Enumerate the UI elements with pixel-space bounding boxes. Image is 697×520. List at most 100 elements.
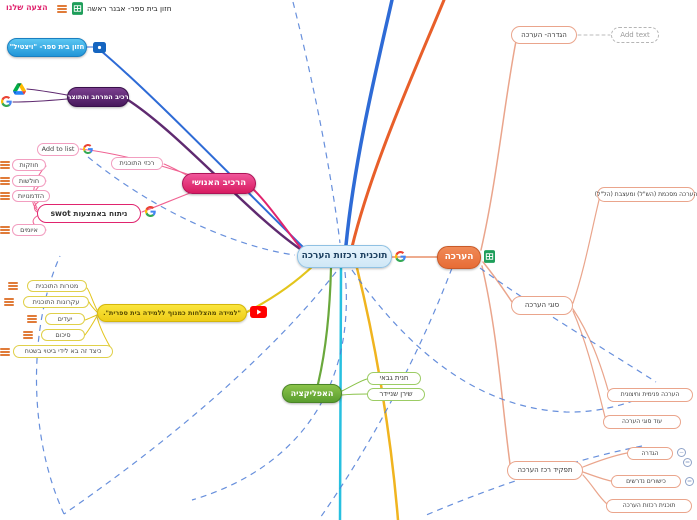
google-g-icon[interactable] bbox=[145, 206, 156, 217]
google-g-icon[interactable] bbox=[1, 96, 12, 107]
node-label: הגדרה bbox=[641, 449, 659, 457]
node-learning-from-success[interactable]: "למידה מהצלחות כמנוף ללמידה בית ספרית". bbox=[97, 304, 247, 322]
node-central-topic[interactable]: תוכנית רכזות הערכה bbox=[297, 245, 392, 268]
hamburger-menu-icon[interactable] bbox=[8, 282, 18, 290]
node-label: הרכיב האנושי bbox=[191, 178, 247, 189]
node-swot-threats[interactable]: איומים bbox=[12, 224, 46, 236]
node-label: האפליקציה bbox=[290, 388, 334, 398]
edge-eval-role bbox=[481, 265, 511, 465]
relation-link-6 bbox=[479, 267, 657, 383]
edge-role-program bbox=[582, 474, 608, 505]
hamburger-menu-icon[interactable] bbox=[4, 298, 14, 306]
note-badge-icon[interactable]: = bbox=[685, 477, 694, 486]
node-evaluation[interactable]: הערכה bbox=[437, 246, 481, 269]
node-label: מטרות התוכנית bbox=[35, 281, 79, 290]
node-program-goals[interactable]: מטרות התוכנית bbox=[27, 280, 87, 292]
node-internal-external-evaluation[interactable]: הערכה פנימית וחיצונית bbox=[607, 388, 693, 402]
hamburger-menu-icon[interactable] bbox=[57, 5, 67, 13]
node-label: תוכנית רכזות הערכה bbox=[622, 502, 676, 509]
edge-app-branch bbox=[316, 266, 333, 386]
hamburger-menu-icon[interactable] bbox=[0, 192, 10, 200]
node-space-product[interactable]: רכיב המרחב והתוצר bbox=[67, 87, 129, 107]
node-human-component[interactable]: הרכיב האנושי bbox=[182, 173, 256, 194]
node-targets[interactable]: יעדים bbox=[45, 313, 85, 325]
blue-attachment-icon[interactable] bbox=[93, 42, 106, 53]
node-coordinator-role[interactable]: תפקיד רכז הערכה bbox=[507, 461, 583, 480]
node-label: הגדרה- הערכה bbox=[521, 30, 567, 39]
node-evaluation-definition[interactable]: הגדרה- הערכה bbox=[511, 26, 577, 44]
google-g-icon[interactable] bbox=[83, 144, 93, 154]
hamburger-menu-icon[interactable] bbox=[0, 177, 10, 185]
node-field-expression[interactable]: כיצד זה בא לידי ביטוי בשטח bbox=[13, 345, 113, 358]
node-application[interactable]: האפליקציה bbox=[282, 384, 342, 403]
node-swot-weaknesses[interactable]: חולשות bbox=[12, 175, 46, 187]
node-label: הערכה מסכמת (הש"ל) ומעצבת (הל"ל) bbox=[594, 190, 697, 198]
edge-blue-top bbox=[344, 0, 394, 247]
node-add-text-placeholder[interactable]: Add text bbox=[611, 27, 659, 43]
edge-app-member2 bbox=[341, 393, 368, 396]
hamburger-menu-icon[interactable] bbox=[0, 161, 10, 169]
node-label: איומים bbox=[20, 225, 38, 234]
node-label: הערכה bbox=[444, 252, 474, 262]
edge-learning-principles bbox=[88, 301, 98, 313]
node-evaluation-types[interactable]: סוגי הערכה bbox=[511, 296, 573, 315]
node-swot-strengths[interactable]: חוזקות bbox=[12, 159, 46, 171]
node-label: Add to list bbox=[41, 145, 75, 154]
node-label: שירן שניידר bbox=[379, 390, 413, 398]
node-label: רכיב המרחב והתוצר bbox=[67, 92, 129, 101]
node-swot-opportunities[interactable]: הזדמנויות bbox=[12, 190, 50, 202]
node-program-coordinators[interactable]: רכזי התוכנית bbox=[111, 157, 163, 170]
edge-space-google bbox=[12, 98, 68, 103]
node-coordinators-program[interactable]: תוכנית רכזות הערכה bbox=[606, 499, 692, 513]
node-label: ניתוח באמצעות swot bbox=[50, 208, 128, 218]
green-doc-icon[interactable] bbox=[484, 250, 495, 263]
node-label: חנית גבאי bbox=[379, 374, 409, 382]
edge-app-member1 bbox=[341, 378, 368, 392]
node-role-definition[interactable]: הגדרה bbox=[627, 447, 673, 460]
node-label: תפקיד רכז הערכה bbox=[517, 466, 573, 474]
edge-role-definition bbox=[582, 452, 628, 468]
node-label: הזדמנויות bbox=[17, 191, 45, 200]
node-label: תוכנית רכזות הערכה bbox=[301, 251, 388, 261]
node-required-skills[interactable]: כישורים נדרשים bbox=[611, 475, 681, 488]
node-label: כיצד זה בא לידי ביטוי בשטח bbox=[24, 347, 102, 356]
node-label: Add text bbox=[620, 30, 650, 39]
note-badge-icon[interactable]: − bbox=[677, 448, 686, 457]
google-g-icon[interactable] bbox=[395, 251, 406, 262]
node-summative-formative[interactable]: הערכה מסכמת (הש"ל) ומעצבת (הל"ל) bbox=[594, 187, 697, 202]
node-vision-school[interactable]: חזון בית ספר- "ויצטיל" bbox=[7, 38, 87, 57]
node-label: חולשות bbox=[18, 176, 40, 185]
relation-link-2 bbox=[35, 255, 65, 515]
node-summary[interactable]: סיכום bbox=[41, 329, 85, 341]
green-doc-icon[interactable] bbox=[72, 2, 83, 15]
youtube-icon[interactable] bbox=[250, 306, 267, 318]
hamburger-menu-icon[interactable] bbox=[27, 315, 37, 323]
node-member-2[interactable]: שירן שניידר bbox=[367, 388, 425, 401]
node-label: סיכום bbox=[55, 330, 71, 339]
node-member-1[interactable]: חנית גבאי bbox=[367, 372, 421, 385]
hamburger-menu-icon[interactable] bbox=[0, 226, 10, 234]
node-label: רכזי התוכנית bbox=[119, 159, 155, 168]
node-program-principles[interactable]: עקרונות התוכנית bbox=[23, 296, 89, 308]
our-proposal-link[interactable]: הצעה שלנו bbox=[6, 3, 48, 12]
note-badge-icon[interactable]: = bbox=[683, 458, 692, 467]
edge-learning-branch bbox=[245, 263, 316, 314]
vision-avner-text[interactable]: חזון בית ספר- אבנר ראשה bbox=[87, 4, 172, 13]
node-label: עוד סוגי הערכה bbox=[622, 418, 662, 425]
relation-link-4 bbox=[292, 1, 341, 244]
edge-space-drive bbox=[26, 88, 68, 96]
hamburger-menu-icon[interactable] bbox=[23, 331, 33, 339]
node-label: סוגי הערכה bbox=[524, 301, 560, 309]
edge-eval-types bbox=[482, 261, 513, 303]
hamburger-menu-icon[interactable] bbox=[0, 348, 10, 356]
edge-learning-targets bbox=[84, 314, 98, 321]
edge-role-skills bbox=[582, 471, 612, 482]
node-label: עקרונות התוכנית bbox=[32, 297, 80, 306]
edge-orange-top bbox=[350, 0, 446, 249]
edge-types-summative bbox=[572, 195, 601, 304]
google-drive-icon[interactable] bbox=[13, 83, 26, 95]
node-more-evaluation-types[interactable]: עוד סוגי הערכה bbox=[603, 415, 681, 429]
node-add-to-list[interactable]: Add to list bbox=[37, 143, 79, 156]
node-swot-analysis[interactable]: ניתוח באמצעות swot bbox=[37, 204, 141, 223]
